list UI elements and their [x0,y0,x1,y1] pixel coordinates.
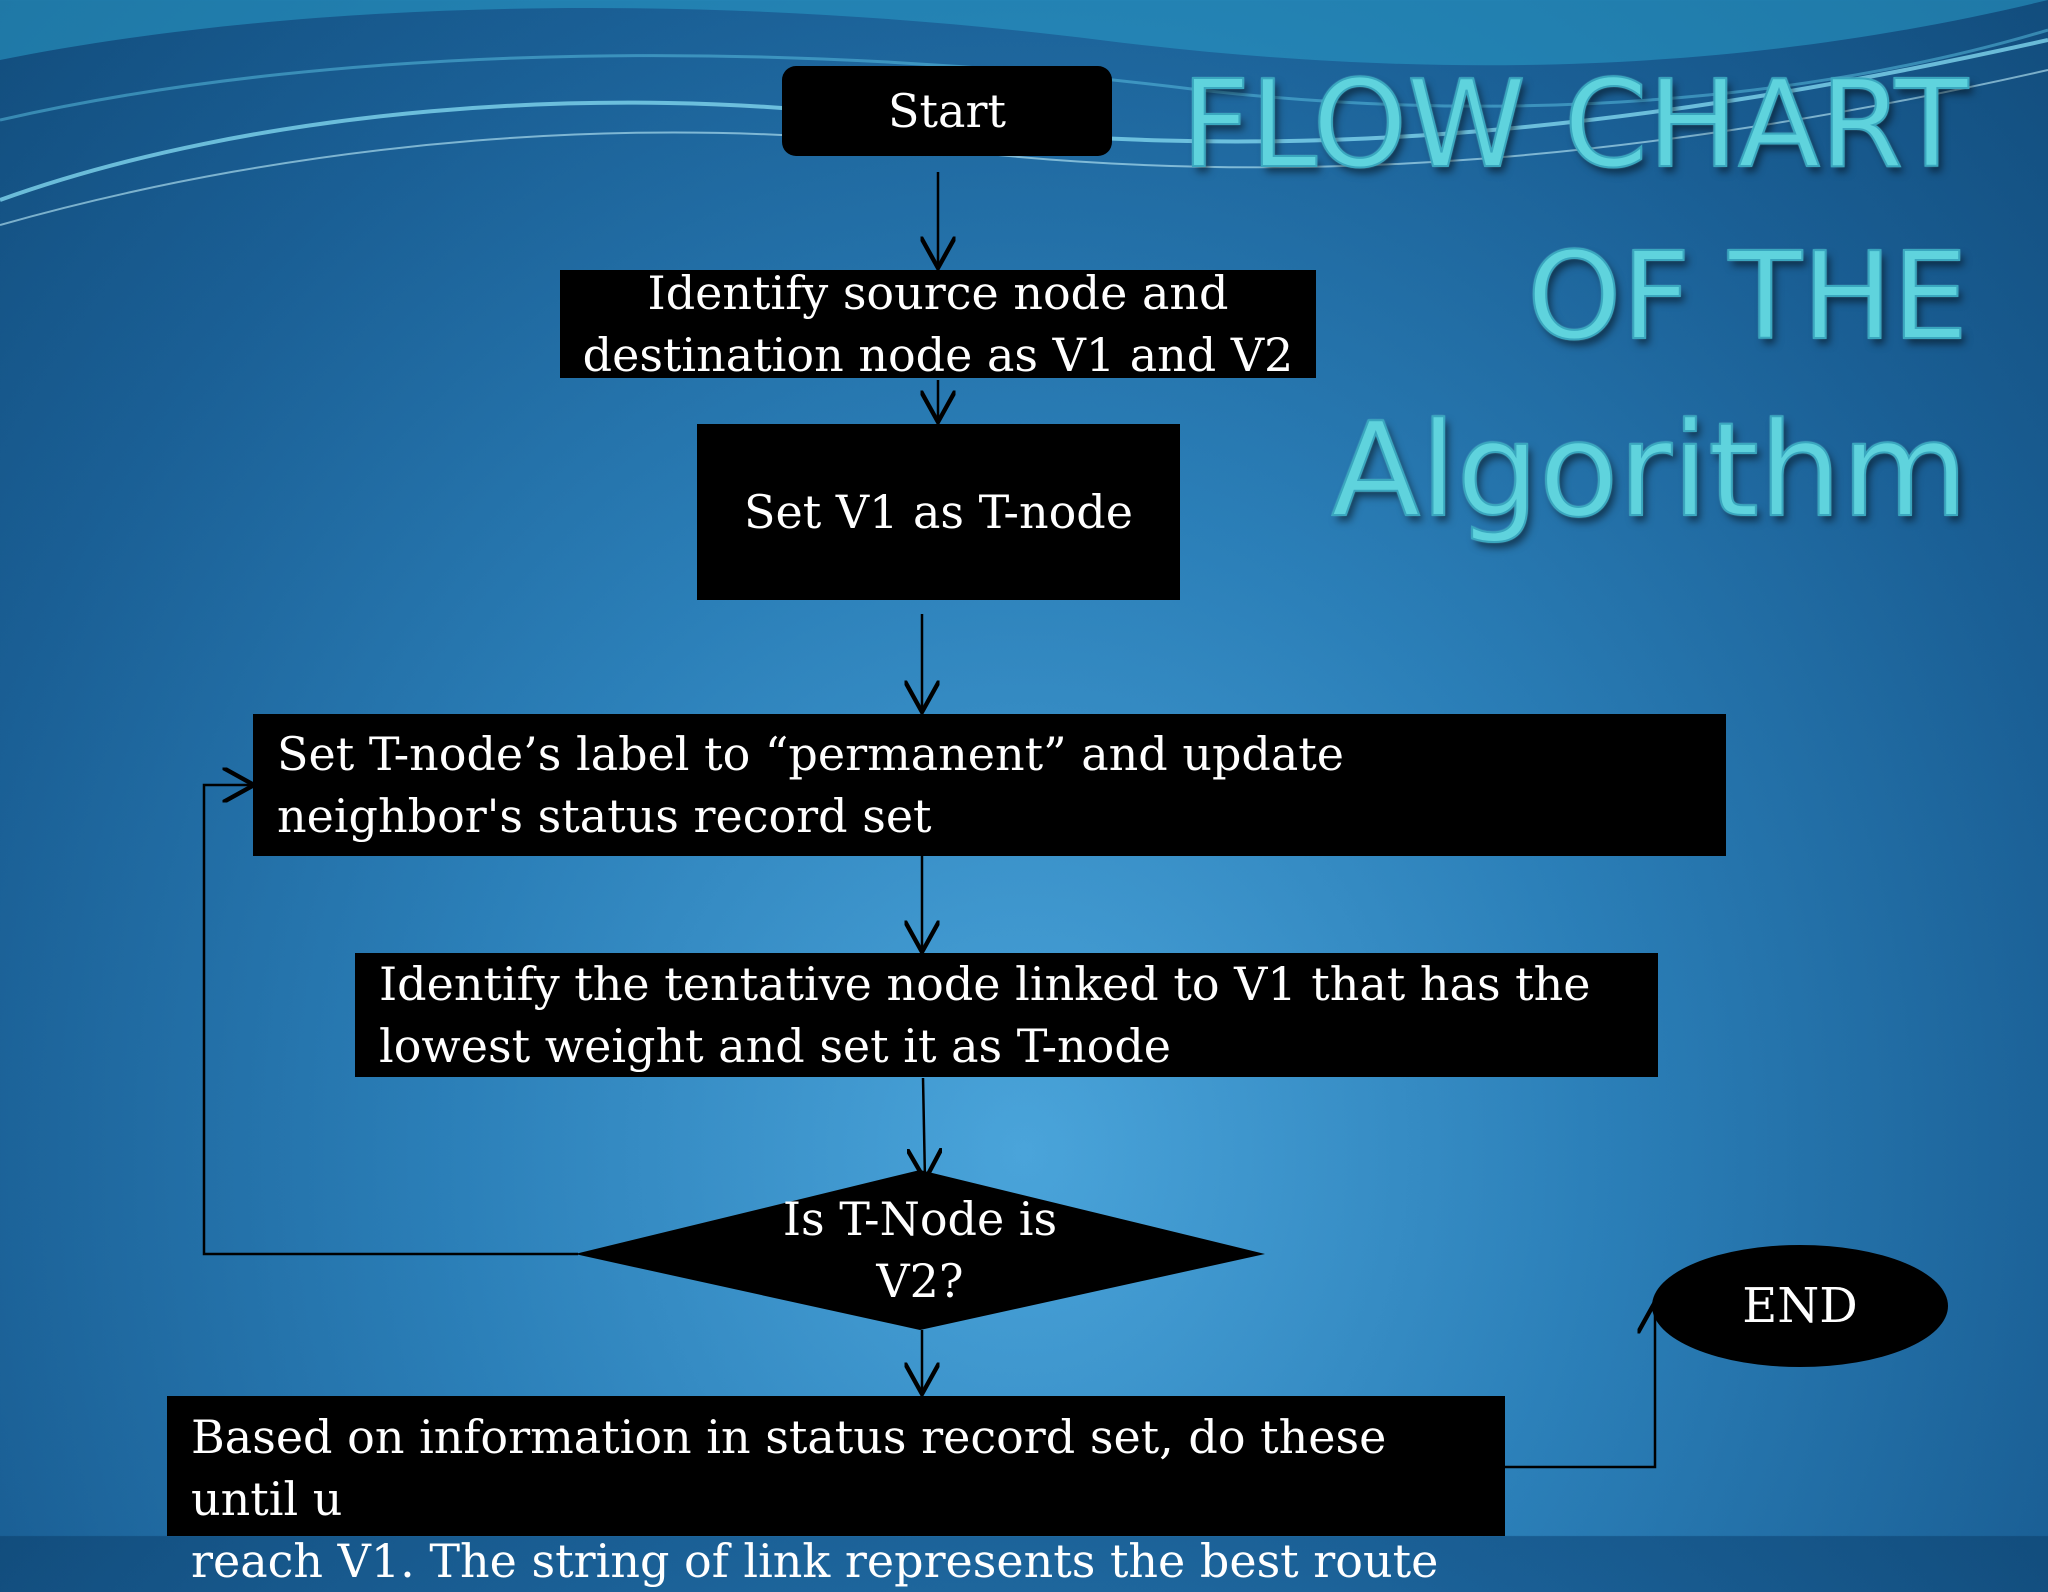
step-set-permanent: Set T-node’s label to “permanent” and up… [253,714,1726,856]
step-set-v1-tnode: Set V1 as T-node [697,424,1180,600]
title-line-2: OF THE [1526,227,1969,368]
title-line-3: Algorithm [1330,393,1969,547]
title-line-1: FLOW CHART [1180,55,1969,196]
step4-text-line-2: lowest weight and set it as T-node [379,1019,1172,1073]
step1-text-line-2: destination node as V1 and V2 [582,328,1294,382]
start-label: Start [888,84,1006,138]
step2-text: Set V1 as T-node [744,485,1133,539]
arrow-step5-to-end [1504,1302,1655,1469]
start-node: Start [782,66,1112,156]
end-label: END [1742,1278,1858,1334]
end-node: END [1650,1244,1950,1368]
step-identify-nodes: Identify source node and destination nod… [560,266,1316,382]
slide-title: FLOW CHART OF THE Algorithm [1168,40,1969,556]
decision-diamond: Is T-Node is V2? [575,1170,1265,1330]
step3-text-line-1: Set T-node’s label to “permanent” and up… [277,727,1345,781]
step5-text-line-1: Based on information in status record se… [191,1410,1387,1526]
step4-text-line-1: Identify the tentative node linked to V1… [379,957,1591,1011]
arrow-step4-to-decision [923,1077,925,1180]
step-trace-route: Based on information in status record se… [167,1396,1505,1588]
step1-text-line-1: Identify source node and [647,266,1229,320]
decision-text-line-2: V2? [876,1254,964,1308]
decision-text-line-1: Is T-Node is [782,1192,1058,1246]
step5-text-line-2: reach V1. The string of link represents … [191,1534,1439,1588]
step-identify-tentative: Identify the tentative node linked to V1… [355,953,1658,1077]
step3-text-line-2: neighbor's status record set [277,789,932,843]
